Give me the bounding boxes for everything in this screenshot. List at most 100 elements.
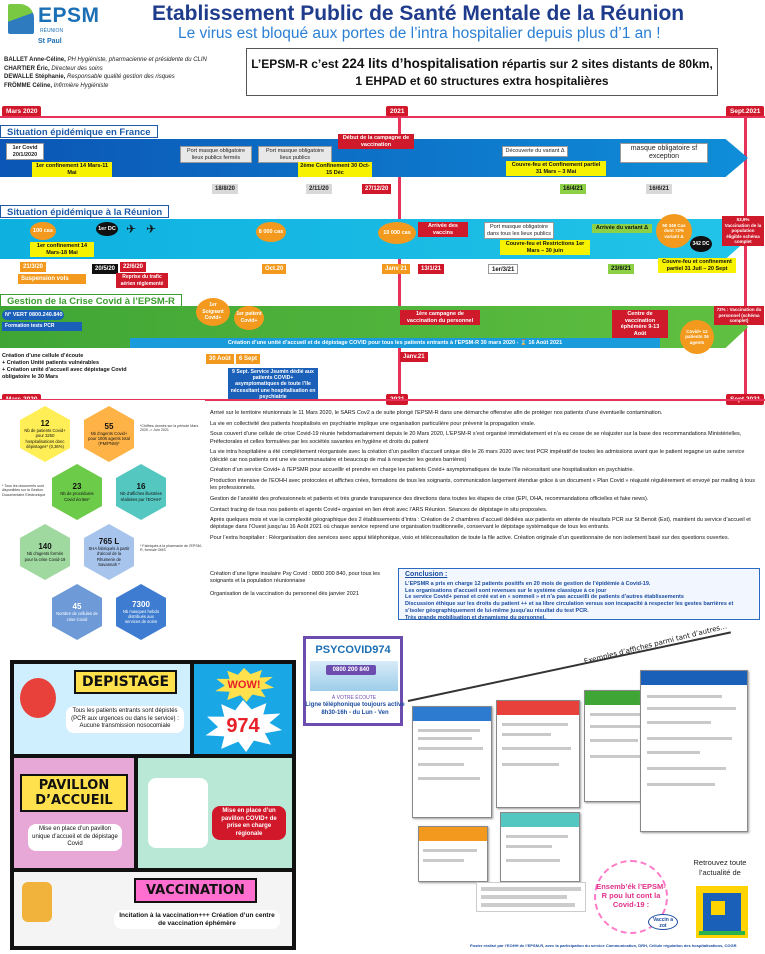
- body-text: Arrivé sur le territoire réunionnais le …: [210, 410, 762, 546]
- stat-note-3: * Fabriqués à la pharmacie de l’EPSM-R, …: [140, 544, 202, 553]
- body-p8: Contact tracing de tous nos patients et …: [210, 506, 548, 513]
- re-masque-obligatoire: Port masque obligatoire dans tous les li…: [484, 222, 554, 240]
- conclusion-line-4: Discussion éthique sur les droits du pat…: [405, 601, 734, 614]
- ep-date-1: 30 Août: [206, 354, 234, 364]
- vaccination-caption: Incitation à la vaccination+++ Création …: [114, 910, 280, 929]
- re-date-8: 23/6/21: [608, 264, 635, 274]
- logo-sub: RÉUNION: [40, 28, 64, 34]
- ep-first-soignant: 1er Soignant Covid+: [196, 298, 230, 326]
- nurse-icon: [148, 778, 208, 848]
- fr-date-1: 18/8/20: [212, 184, 239, 194]
- ep-date-2: 6 Sept: [236, 354, 261, 364]
- timeline-start: Mars 2020: [2, 106, 42, 117]
- headline-box: L’EPSM-R c’est 224 lits d’hospitalisatio…: [246, 48, 718, 96]
- psycovid-caption: Ligne téléphonique toujours active 8h30-…: [305, 702, 405, 716]
- wow-burst: WOW!: [215, 668, 274, 702]
- timeline-bottom-line: [0, 399, 765, 401]
- body-p6: Production intensive de l’EOHH avec prot…: [210, 477, 756, 492]
- doctor-icon: [20, 678, 56, 718]
- fr-confinement-1: 1er confinement 14 Mars-11 Mai: [32, 162, 112, 178]
- re-vaccination-pop: 53,9% Vaccination de la population éligi…: [722, 216, 764, 246]
- body-p5: Création d’un service Covid+ à l’EPSMR p…: [210, 467, 635, 474]
- logo-mark-icon: [8, 4, 34, 34]
- epsm-label: Gestion de la Crise Covid à l’EPSM-R: [0, 294, 182, 307]
- page-title: Etablissement Public de Santé Mentale de…: [152, 2, 685, 25]
- conclusion-title: Conclusion :: [405, 571, 448, 578]
- reunion-label: Situation épidémique à la Réunion: [0, 205, 170, 218]
- fr-masque-exception: masque obligatoire sf exception: [620, 143, 708, 163]
- pavillon974-caption: Mise en place d’un pavillon COVID+ de pr…: [212, 806, 286, 840]
- comic-vaccination: VACCINATION Incitation à la vaccination+…: [14, 872, 292, 946]
- author-4: FRÖMME Céline, Infirmière Hygiéniste: [4, 82, 109, 89]
- re-couvre-feu: Couvre-feu et Restrictions 1er Mars – 30…: [500, 240, 590, 256]
- qr-code-icon[interactable]: [696, 886, 748, 938]
- re-arrivee-vaccins: Arrivée des vaccins: [418, 222, 468, 238]
- vaccin-badge: Vaccin a zot: [648, 914, 678, 930]
- pavillon-caption: Mise en place d’un pavillon unique d’acc…: [28, 824, 122, 851]
- body-p10: Pour l’extra hospitalier : Réorganisatio…: [210, 535, 730, 542]
- comic-depistage: DEPISTAGE Tous les patients entrants son…: [14, 664, 190, 754]
- depistage-caption: Tous les patients entrants sont dépistés…: [66, 706, 184, 733]
- conclusion-line-1: L’EPSMR a pris en charge 12 patients pos…: [405, 580, 651, 587]
- fr-variant-delta: Découverte du variant Δ: [502, 146, 568, 157]
- vaccination-title: VACCINATION: [134, 878, 257, 903]
- timeline-top-line: [0, 116, 765, 118]
- re-date-1: 21/3/20: [20, 262, 47, 272]
- timeline-end: Sept.2021: [726, 106, 765, 117]
- ep-centre-vaccination: Centre de vaccination éphémère 9-13 Août: [612, 310, 668, 339]
- fr-date-3: 27/12/20: [362, 184, 392, 194]
- ep-unite-accueil: Création d’une unité d’accueil et de dép…: [130, 338, 660, 348]
- logo-city: St Paul: [38, 38, 62, 45]
- body-p2: La vie en collectivité des patients hosp…: [210, 420, 536, 427]
- fr-date-5: 16/6/21: [646, 184, 673, 194]
- pcr-training: Formation tests PCR: [2, 322, 82, 331]
- re-suspension-vols: Suspension vols: [18, 274, 86, 284]
- re-date-3: 22/6/20: [120, 262, 147, 272]
- conclusion-line-5: Très grande mobilisation et dynamisme du…: [405, 614, 546, 621]
- re-date-6: 13/1/21: [418, 264, 445, 274]
- thumbs-up-icon: [22, 882, 52, 922]
- author-1: BALLET Anne-Céline, PH Hygiéniste, pharm…: [4, 57, 207, 63]
- page-subtitle: Le virus est bloqué aux portes de l’intr…: [178, 25, 661, 42]
- body-p9: Après quelques mois et vue la complexité…: [210, 517, 751, 531]
- re-date-2: 20/5/20: [92, 264, 119, 274]
- poster-4: [640, 670, 748, 832]
- poster-5: [418, 826, 488, 882]
- timeline-end-line: [744, 116, 747, 394]
- re-50346-cas: 50 346 Cas dont 72% variant Δ: [656, 214, 692, 248]
- fr-debut-vaccination: Début de la campagne de vaccination: [338, 134, 414, 150]
- authors-list: BALLET Anne-Céline, PH Hygiéniste, pharm…: [4, 56, 244, 90]
- stat-note-2: * Tous les documents sont disponibles su…: [2, 484, 46, 497]
- france-label: Situation épidémique en France: [0, 125, 158, 138]
- re-date-7: 1er/3/21: [488, 264, 519, 274]
- logo-text: EPSM: [38, 4, 100, 27]
- conclusion-line-2: Les organisations d’accueil sont revenue…: [405, 587, 607, 594]
- re-date-5: Janv 21: [382, 264, 411, 274]
- re-variant-delta: Arrivée du variant Δ: [592, 224, 652, 233]
- body-p7: Gestion de l’anxiété des professionnels …: [210, 495, 649, 502]
- author-3: DEWALLE Stéphanie, Responsable qualité g…: [4, 74, 175, 80]
- burst-974: 974: [205, 700, 282, 752]
- ep-date-3: Janv.21: [400, 352, 428, 362]
- re-first-dc: 1er DC: [96, 222, 118, 236]
- re-100-cas: 100 cas: [30, 222, 56, 240]
- ep-left-notes: Création d’une cellule d’écoute + Créati…: [2, 353, 127, 380]
- body-p4: La vie intra hospitalière a été complète…: [210, 449, 745, 463]
- psycovid-title: PSYCOVID974: [308, 641, 398, 659]
- comic-wow: WOW! 974: [194, 664, 292, 754]
- pavillon-title: PAVILLON D’ACCUEIL: [20, 774, 128, 812]
- info-strip: [476, 882, 586, 912]
- poster-6: [500, 812, 580, 882]
- psycovid-sub: À VOTRE ÉCOUTE: [331, 695, 377, 701]
- re-couvre-feu-2: Couvre-feu et confinement partiel 31 Jui…: [658, 258, 736, 274]
- plane-icon: ✈: [126, 222, 137, 236]
- fr-couvre-feu: Couvre-feu et Confinement partiel 31 Mar…: [506, 161, 606, 177]
- comic-pavillon-974: Mise en place d’un pavillon COVID+ de pr…: [138, 758, 292, 868]
- comic-pavillon: PAVILLON D’ACCUEIL Mise en place d’un pa…: [14, 758, 134, 868]
- extra-lines: Création d’une ligne insulaire Psy Covid…: [210, 571, 394, 604]
